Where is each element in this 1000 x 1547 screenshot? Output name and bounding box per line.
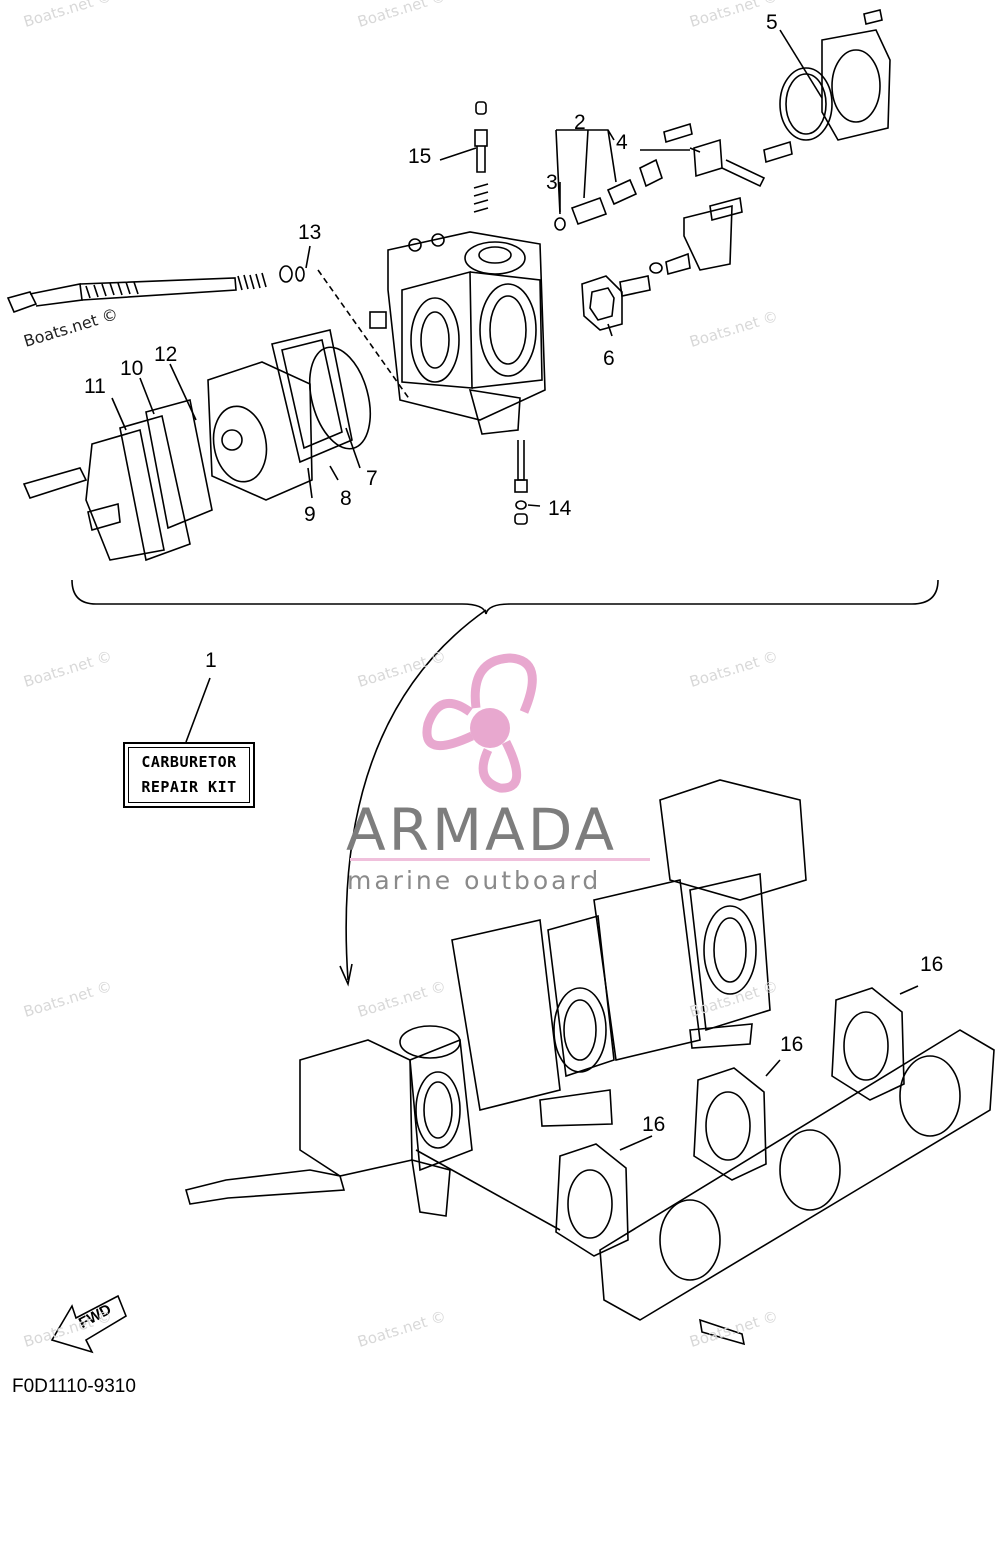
- diagram-code: F0D1110-9310: [12, 1376, 136, 1397]
- diaphragm-cover-part: [779, 9, 891, 141]
- repair-kit-label: CARBURETOR REPAIR KIT: [123, 742, 255, 808]
- callout-10: 10: [120, 357, 144, 380]
- kit-label-line2: REPAIR KIT: [141, 778, 237, 796]
- callout-7: 7: [366, 467, 378, 490]
- brand-name: ARMADA: [346, 796, 618, 864]
- gasket-16-part: [555, 987, 905, 1257]
- carburetor-assembly-part: [185, 779, 807, 1217]
- callout-9: 9: [304, 503, 316, 526]
- needle-valve-part: [554, 158, 663, 231]
- callout-8: 8: [340, 487, 352, 510]
- callout-5: 5: [766, 11, 778, 34]
- brand-tagline: marine outboard: [347, 866, 602, 895]
- pilot-jet-part: [514, 440, 528, 525]
- callout-11: 11: [84, 375, 106, 398]
- brand-divider: [350, 858, 650, 861]
- callout-12: 12: [154, 343, 178, 366]
- fwd-arrow-part: [50, 1294, 127, 1354]
- callout-2: 2: [574, 111, 586, 134]
- callout-4: 4: [616, 131, 628, 154]
- callout-16: 16: [920, 953, 944, 976]
- callout-14: 14: [548, 497, 572, 520]
- callout-3: 3: [546, 171, 558, 194]
- main-nozzle-part: [473, 101, 489, 213]
- intake-manifold-part: [599, 1029, 995, 1346]
- kit-label-line1: CARBURETOR: [141, 752, 237, 771]
- brand-logo: [422, 653, 537, 793]
- idle-screw-part: [6, 265, 305, 314]
- fuel-pump-part: [22, 329, 372, 562]
- callout-16: 16: [642, 1113, 666, 1136]
- callout-1: 1: [205, 649, 217, 672]
- callout-16: 16: [780, 1033, 804, 1056]
- carburetor-body-part: [369, 231, 546, 435]
- callout-13: 13: [298, 221, 322, 244]
- callout-15: 15: [408, 145, 432, 168]
- gasket-6-part: [581, 275, 623, 331]
- callout-6: 6: [603, 347, 615, 370]
